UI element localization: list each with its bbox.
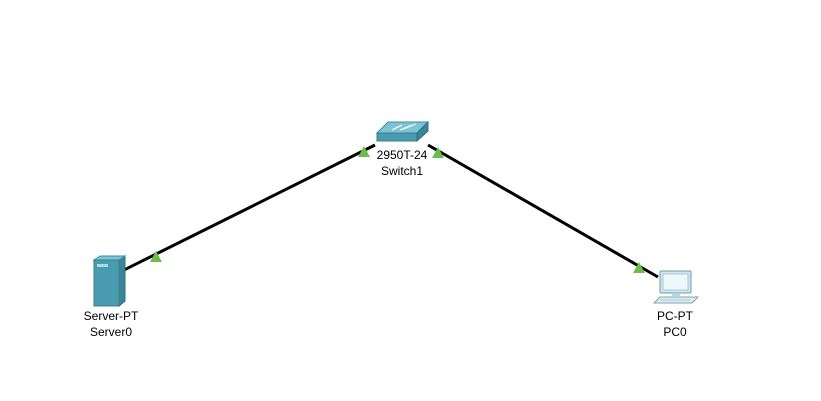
pc-icon[interactable] — [652, 270, 700, 304]
server-name-label: Server0 — [90, 325, 132, 339]
switch-model-label: 2950T-24 — [377, 148, 428, 162]
server-icon[interactable] — [92, 255, 127, 308]
switch-name-label: Switch1 — [381, 164, 423, 178]
link-status-up-icon — [633, 262, 645, 273]
link-status-up-icon — [150, 251, 162, 262]
device-server0[interactable]: Server-PT Server0 — [84, 255, 139, 339]
switch-icon[interactable] — [375, 120, 430, 143]
device-pc0[interactable]: PC-PT PC0 — [652, 270, 700, 339]
link-server-switch[interactable] — [121, 143, 376, 273]
link-switch-pc[interactable] — [427, 143, 659, 279]
pc-name-label: PC0 — [663, 325, 687, 339]
device-switch1[interactable]: 2950T-24 Switch1 — [375, 120, 430, 178]
link-status-up-icon — [432, 147, 444, 158]
server-model-label: Server-PT — [84, 309, 139, 323]
pc-model-label: PC-PT — [657, 309, 694, 323]
link-status-up-icon — [358, 146, 370, 157]
